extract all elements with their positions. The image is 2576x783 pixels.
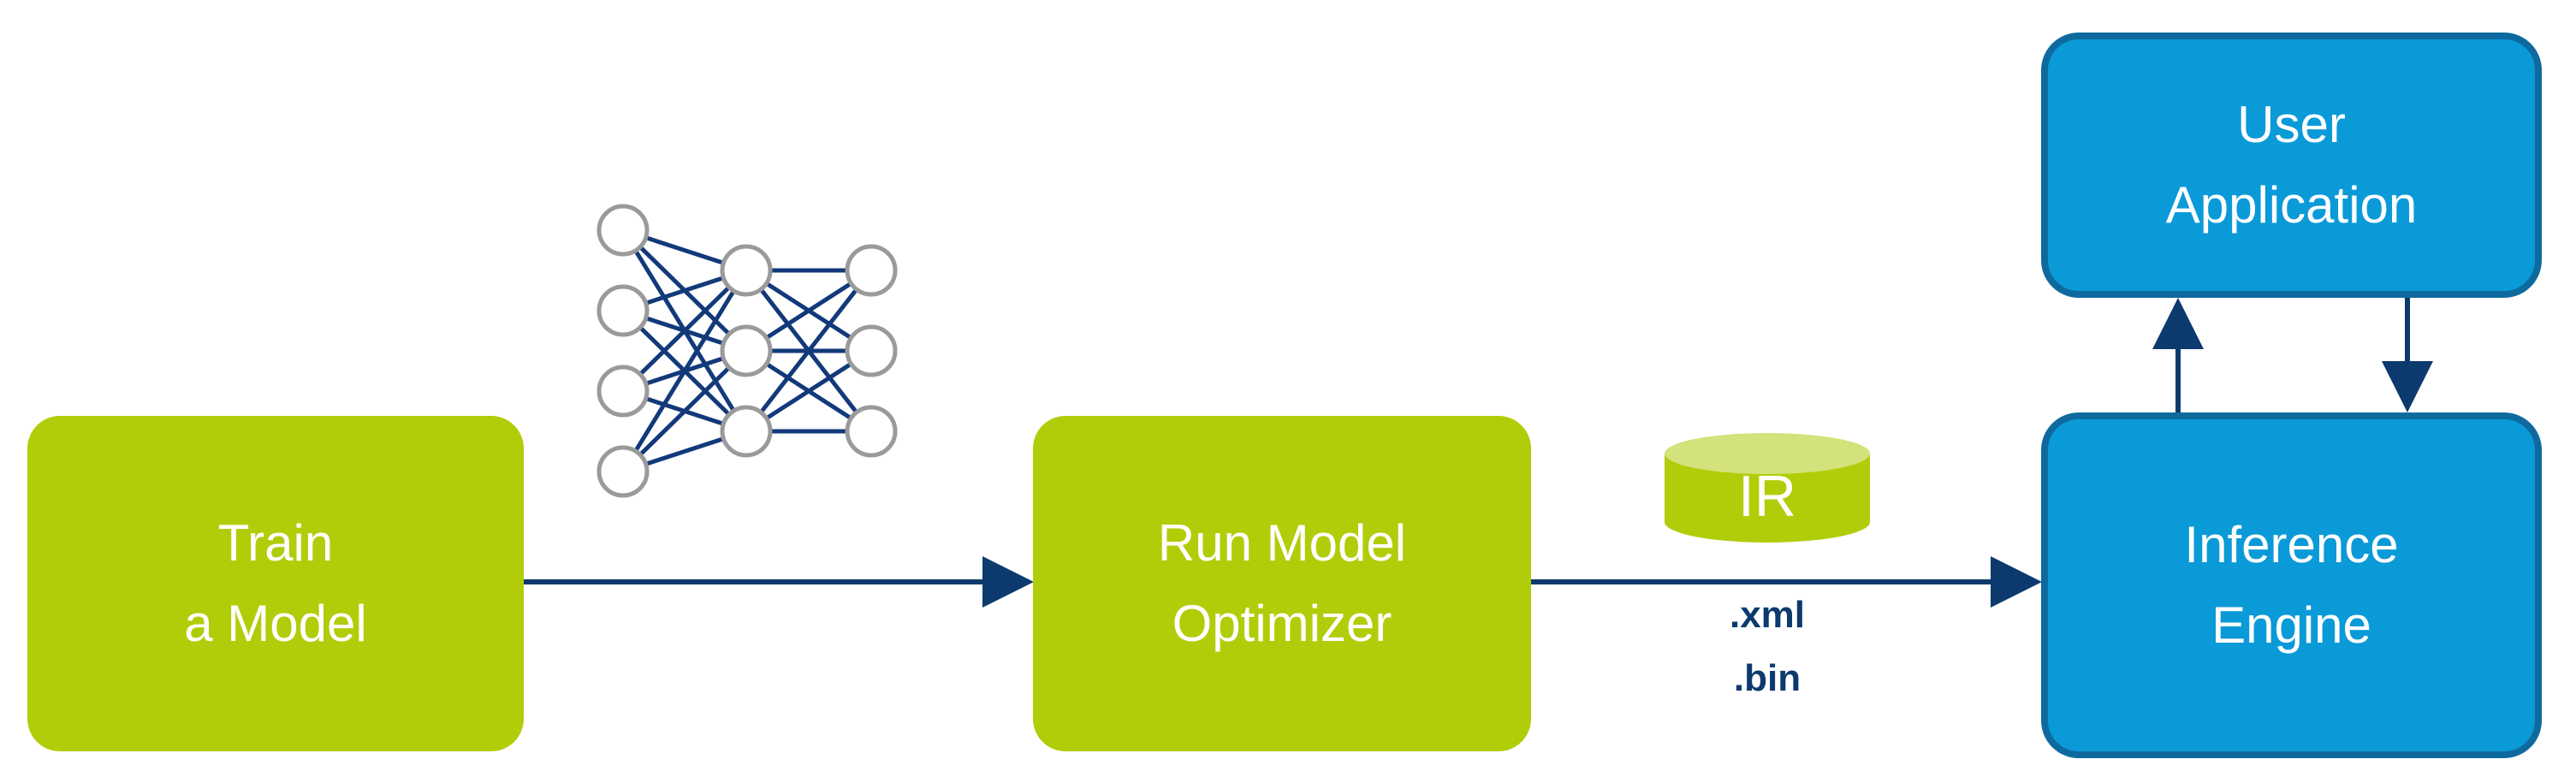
neural-network-icon bbox=[597, 204, 898, 498]
nn-edge bbox=[621, 269, 748, 393]
nn-node bbox=[597, 445, 650, 498]
train-box-line2: a Model bbox=[184, 595, 367, 652]
user-application-box: User Application bbox=[2041, 33, 2542, 298]
nn-edge bbox=[620, 269, 749, 473]
nn-node bbox=[720, 244, 773, 297]
inference-box-line2: Engine bbox=[2211, 596, 2371, 654]
nn-node bbox=[845, 244, 898, 297]
nn-node bbox=[720, 324, 773, 377]
ir-label: IR bbox=[1738, 464, 1796, 529]
xml-file-label: .xml bbox=[1729, 594, 1806, 636]
nn-node bbox=[845, 405, 898, 458]
inference-box-line1: Inference bbox=[2184, 516, 2399, 573]
user-box-line1: User bbox=[2237, 96, 2346, 153]
nn-node bbox=[597, 204, 650, 257]
train-model-box: Train a Model bbox=[27, 416, 524, 751]
inference-engine-box: Inference Engine bbox=[2041, 412, 2542, 758]
bin-file-label: .bin bbox=[1733, 657, 1801, 699]
nn-edge bbox=[745, 269, 873, 433]
nn-node bbox=[597, 365, 650, 418]
model-optimizer-box: Run Model Optimizer bbox=[1033, 416, 1531, 751]
optimizer-box-line2: Optimizer bbox=[1172, 595, 1392, 652]
train-box-line1: Train bbox=[217, 514, 334, 572]
nn-edge bbox=[621, 349, 748, 473]
nn-node bbox=[597, 284, 650, 337]
user-box-line2: Application bbox=[2165, 176, 2418, 234]
nn-node bbox=[845, 324, 898, 377]
optimizer-box-line1: Run Model bbox=[1157, 514, 1407, 572]
database-cylinder-icon bbox=[1665, 433, 1870, 543]
nn-node bbox=[720, 405, 773, 458]
